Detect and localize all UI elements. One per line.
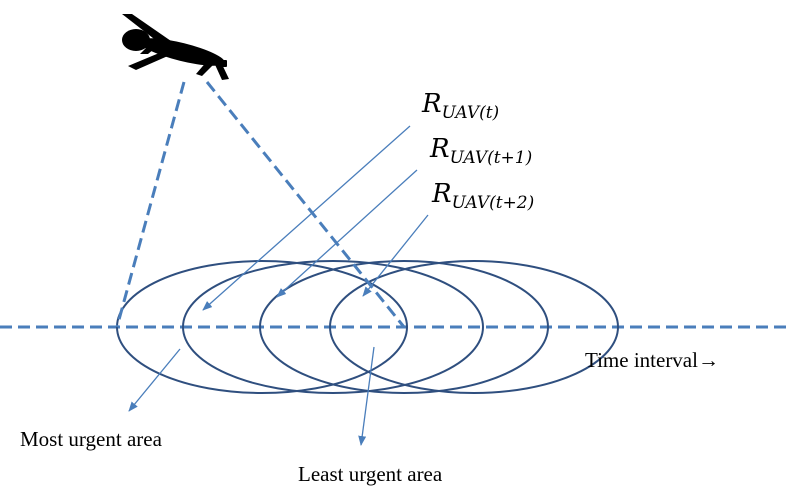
coverage-ellipse-3 xyxy=(259,260,549,394)
least-urgent-arrow xyxy=(358,346,375,446)
coverage-ellipse-2 xyxy=(182,260,484,394)
most-urgent-label: Most urgent area xyxy=(20,427,163,451)
uav-beam-right xyxy=(205,81,406,328)
r-t2-arrow xyxy=(362,214,429,297)
r-uav-t2-label: RUAV(t+2) xyxy=(431,179,534,213)
most-urgent-arrow xyxy=(128,348,181,412)
coverage-ellipse-4 xyxy=(329,260,619,394)
r-uav-t1-label: RUAV(t+1) xyxy=(429,134,532,168)
uav-beam-left xyxy=(115,81,186,328)
uav-drone-icon xyxy=(122,14,229,80)
least-urgent-label: Least urgent area xyxy=(298,462,443,486)
time-interval-label: Time interval→ xyxy=(585,348,719,372)
r-t1-arrow xyxy=(276,169,418,298)
r-uav-t-label: RUAV(t) xyxy=(421,89,499,123)
r-t-arrow xyxy=(202,125,411,311)
